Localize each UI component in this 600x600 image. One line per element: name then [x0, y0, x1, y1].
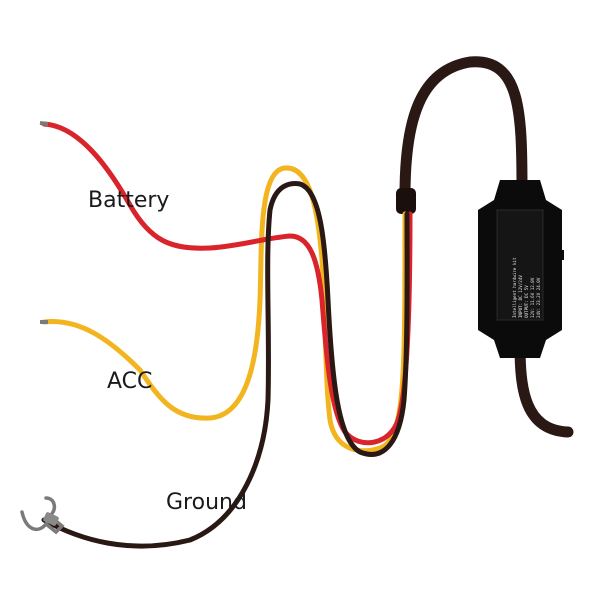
svg-text:OUTPUT: DC 5V: OUTPUT: DC 5V [524, 285, 529, 318]
ground-wire [41, 181, 410, 549]
acc-wire [41, 165, 408, 454]
main-cable-tail [514, 339, 574, 438]
battery-wire-end [39, 121, 49, 126]
battery-wire [41, 121, 413, 446]
acc-label: ACC [107, 369, 152, 394]
converter-box: Intelligent hardwire kit INPUT: DC 12V/2… [478, 180, 564, 358]
split-connector [396, 188, 416, 214]
svg-text:Intelligent hardwire kit: Intelligent hardwire kit [512, 257, 517, 318]
ground-ring-terminal [20, 496, 65, 535]
svg-text:INPUT: DC 12V/24V: INPUT: DC 12V/24V [518, 275, 523, 318]
main-cable-loop [399, 56, 528, 201]
svg-text:24V: 23.2V 24.0V: 24V: 23.2V 24.0V [536, 277, 541, 318]
ground-label: Ground [166, 490, 247, 515]
svg-text:12V: 11.6V 12.0V: 12V: 11.6V 12.0V [530, 277, 535, 318]
battery-label: Battery [88, 188, 169, 213]
